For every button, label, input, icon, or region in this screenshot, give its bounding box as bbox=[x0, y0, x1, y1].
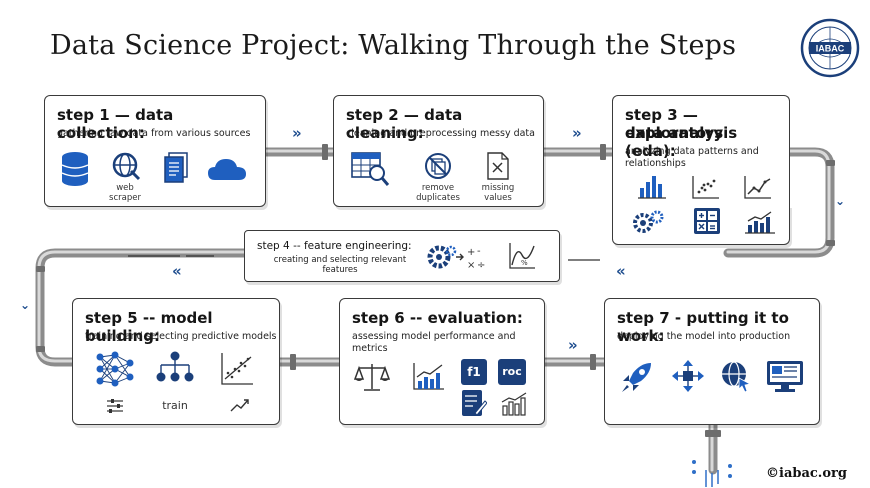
step-3-desc: analyzing data patterns and relationship… bbox=[625, 146, 759, 169]
step-4-card: step 4 -- feature engineering: creating … bbox=[244, 230, 560, 282]
flow-arrow-2-3: » bbox=[572, 124, 582, 142]
svg-text:÷: ÷ bbox=[477, 260, 485, 271]
globe-icon bbox=[112, 152, 141, 181]
svg-text:-: - bbox=[477, 246, 481, 257]
flow-arrow-3-4: « bbox=[616, 262, 626, 280]
remove-duplicates-label: remove duplicates bbox=[416, 183, 460, 203]
missing-values-icon bbox=[487, 152, 509, 180]
missing-values-label: missing values bbox=[481, 183, 515, 203]
step-1-card: step 1 — data collection: gathering raw … bbox=[44, 95, 266, 207]
step-3-title-line2: data analysis (eda): bbox=[625, 124, 738, 160]
flow-arrow-4-down: ⌄ bbox=[20, 298, 31, 312]
iabac-logo: IABAC bbox=[800, 18, 860, 78]
scales-icon bbox=[354, 364, 390, 391]
train-label: train bbox=[162, 399, 188, 412]
web-scraper-label: web scraper bbox=[109, 183, 141, 203]
sliders-icon bbox=[107, 399, 123, 413]
step-3-card: step 3 — exploratory data analysis (eda)… bbox=[612, 95, 790, 207]
function-chart-icon: % bbox=[509, 243, 535, 269]
tree-icon bbox=[156, 351, 194, 382]
gear-math-icon: + - × ÷ bbox=[427, 245, 485, 271]
svg-text:%: % bbox=[521, 259, 528, 267]
monitor-icon bbox=[767, 361, 803, 392]
scatter-plot-icon bbox=[692, 176, 719, 199]
regression-plot-icon bbox=[221, 353, 253, 385]
neural-network-icon bbox=[96, 351, 134, 387]
step-1-title: step 1 — data collection: bbox=[57, 106, 174, 142]
flow-arrow-3-down: ⌄ bbox=[835, 194, 846, 208]
step-6-desc-line2: metrics bbox=[352, 343, 388, 354]
step-1-desc: gathering raw data from various sources bbox=[57, 128, 251, 139]
step-5-desc: training and selecting predictive models bbox=[85, 331, 277, 342]
step-7-desc: deploying the model into production bbox=[617, 331, 791, 342]
report-icon bbox=[462, 390, 487, 416]
growth-chart-icon bbox=[745, 211, 775, 234]
step-2-title: step 2 — data cleaning: bbox=[346, 106, 463, 142]
database-icon bbox=[61, 152, 89, 186]
flow-arrow-4-5: « bbox=[172, 262, 182, 280]
step-2-desc: cleaning and preprocessing messy data bbox=[346, 128, 535, 139]
logo-text: IABAC bbox=[816, 44, 845, 54]
roc-label: roc bbox=[502, 365, 522, 378]
step-5-title: step 5 -- model building: bbox=[85, 309, 213, 345]
f1-icon: f1 bbox=[461, 359, 487, 385]
rocket-icon bbox=[622, 363, 651, 392]
remove-duplicates-icon bbox=[425, 153, 451, 179]
gears-icon bbox=[633, 210, 664, 233]
svg-text:+: + bbox=[467, 247, 475, 258]
bar-chart-icon bbox=[638, 176, 666, 199]
step-3-card-lower bbox=[612, 205, 790, 245]
trend-icon bbox=[230, 399, 249, 412]
flow-arrow-6-7: » bbox=[568, 336, 578, 354]
page-title: Data Science Project: Walking Through th… bbox=[50, 30, 737, 61]
flow-arrow-1-2: » bbox=[292, 124, 302, 142]
step-4-desc-line2: features bbox=[322, 265, 358, 275]
step-6-title: step 6 -- evaluation: bbox=[352, 309, 523, 327]
step-4-title: step 4 -- feature engineering: bbox=[257, 240, 412, 252]
step-6-desc-line1: assessing model performance and bbox=[352, 331, 516, 342]
roc-icon: roc bbox=[498, 359, 526, 385]
cloud-icon bbox=[208, 159, 246, 180]
svg-text:×: × bbox=[467, 260, 475, 271]
f1-label: f1 bbox=[467, 365, 481, 379]
step-7-card: step 7 - putting it to work: deploying t… bbox=[604, 298, 820, 425]
step-6-card: step 6 -- evaluation: assessing model pe… bbox=[339, 298, 545, 425]
table-magnifier-icon bbox=[351, 152, 390, 186]
bar-growth-icon bbox=[501, 392, 527, 416]
calculator-icon bbox=[694, 208, 720, 234]
step-7-title: step 7 - putting it to work: bbox=[617, 309, 789, 345]
step-3-title-line1: step 3 — exploratory bbox=[625, 106, 724, 142]
chart-growth-icon bbox=[413, 363, 444, 390]
network-arrows-icon bbox=[672, 360, 704, 392]
step-5-card: step 5 -- model building: training and s… bbox=[72, 298, 280, 425]
step-2-card: step 2 — data cleaning: cleaning and pre… bbox=[333, 95, 544, 207]
document-icon bbox=[164, 152, 188, 183]
globe-cursor-icon bbox=[722, 361, 752, 393]
step-4-desc-line1: creating and selecting relevant bbox=[273, 255, 407, 265]
line-chart-icon bbox=[744, 176, 771, 199]
footer-credit: ©iabac.org bbox=[766, 466, 847, 481]
